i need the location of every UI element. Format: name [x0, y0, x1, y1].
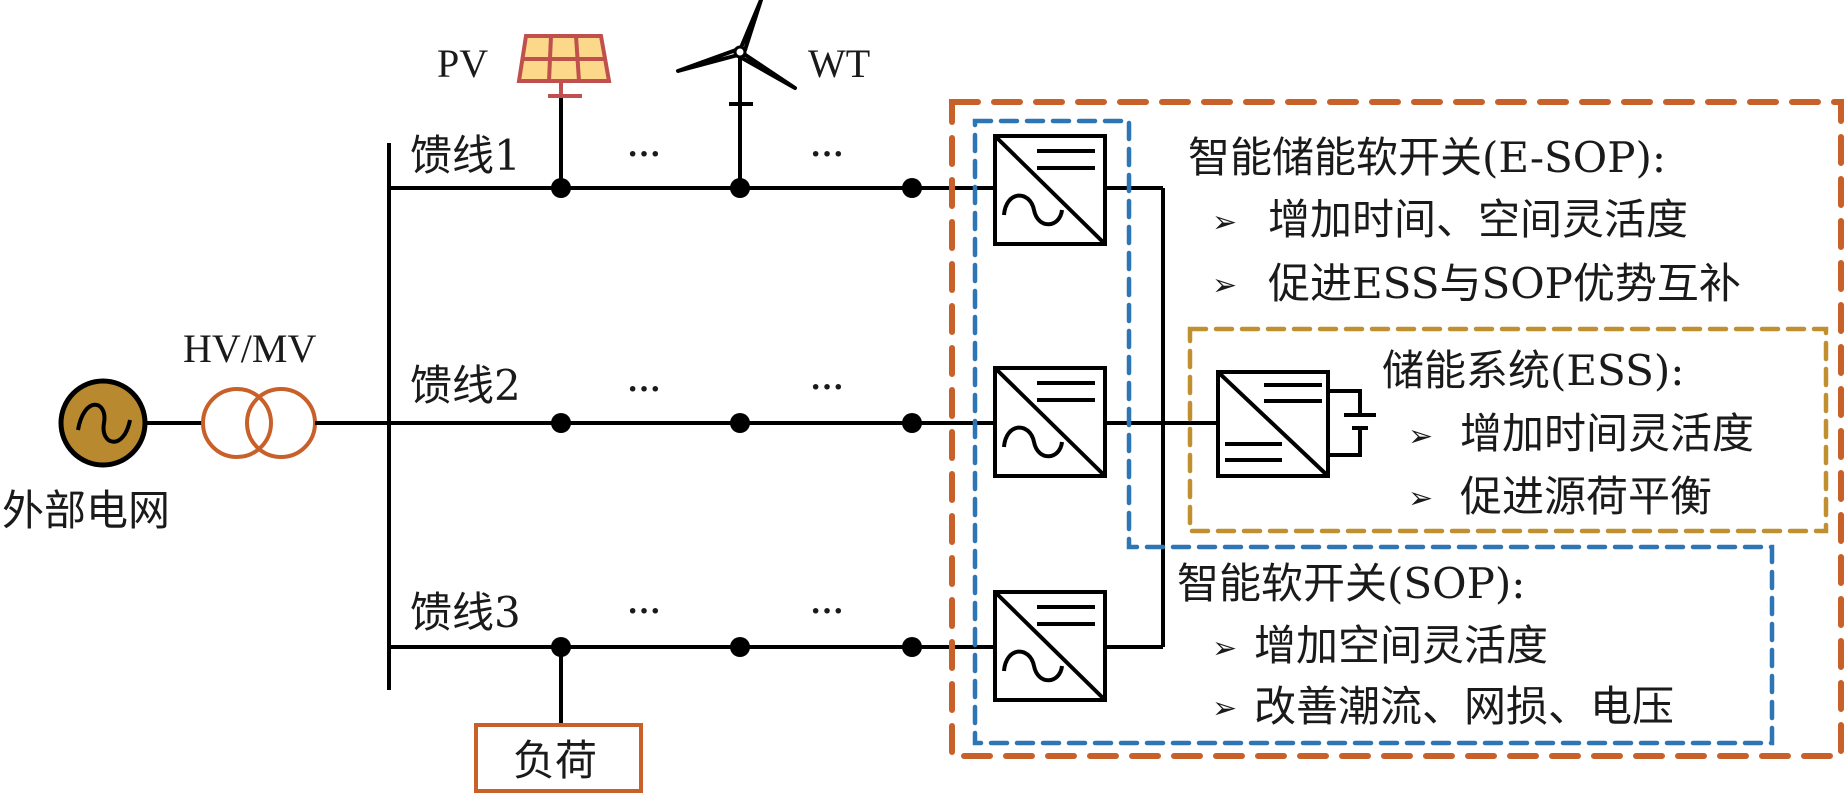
ac-dc-converter-2-icon: [993, 366, 1107, 478]
feeder3-ellipsis-1: ···: [627, 593, 661, 630]
pv-label: PV: [437, 41, 488, 86]
feeder2-node-1: [551, 413, 571, 433]
sop-bullet-2: 改善潮流、网损、电压: [1254, 682, 1674, 731]
ac-dc-converter-3-icon: [993, 590, 1107, 702]
ess-title: 储能系统(ESS):: [1382, 346, 1684, 395]
feeder2-ellipsis-1: ···: [627, 371, 661, 408]
sop-region: [972, 118, 1775, 746]
feeder1-label: 馈线1: [410, 131, 521, 180]
esop-bullet-2-icon: ➢: [1212, 268, 1237, 303]
external-grid-label: 外部电网: [2, 486, 170, 535]
feeder2-node-2: [730, 413, 750, 433]
esop-title: 智能储能软开关(E-SOP):: [1188, 133, 1666, 182]
solar-panel-icon: [516, 34, 612, 98]
feeder2-ellipsis-2: ···: [810, 369, 844, 406]
ess-bullet-2: 促进源荷平衡: [1460, 472, 1712, 521]
external-grid-source: [58, 378, 148, 468]
feeder1-ellipsis-1: ···: [627, 136, 661, 173]
sop-bullet-2-icon: ➢: [1212, 691, 1237, 726]
feeder3-ellipsis-2: ···: [810, 593, 844, 630]
battery-icon: [1328, 389, 1376, 457]
feeder2-label: 馈线2: [410, 361, 521, 410]
esop-bullet-1: 增加时间、空间灵活度: [1268, 195, 1688, 244]
esop-region: [949, 99, 1844, 759]
sop-bullet-1: 增加空间灵活度: [1254, 621, 1548, 670]
sine-wave-icon: [76, 402, 132, 444]
ess-bullet-1: 增加时间灵活度: [1460, 409, 1754, 458]
wt-label: WT: [808, 41, 870, 86]
transformer-label: HV/MV: [183, 326, 316, 371]
wind-turbine-icon: [676, 0, 797, 188]
ess-region: [1187, 326, 1829, 534]
sop-bullet-1-icon: ➢: [1212, 631, 1237, 666]
feeder1-ellipsis-2: ···: [810, 136, 844, 173]
esop-bullet-2: 促进ESS与SOP优势互补: [1268, 259, 1741, 308]
sop-title: 智能软开关(SOP):: [1177, 559, 1525, 608]
esop-bullet-1-icon: ➢: [1212, 205, 1237, 240]
ess-bullet-1-icon: ➢: [1408, 419, 1433, 454]
load-box: [474, 723, 643, 793]
transformer-icon: [201, 387, 317, 459]
feeder3-node-2: [730, 637, 750, 657]
ac-dc-converter-1-icon: [993, 134, 1107, 246]
load-label: 负荷: [513, 736, 597, 785]
ess-bullet-2-icon: ➢: [1408, 481, 1433, 516]
feeder3-label: 馈线3: [410, 588, 521, 637]
dc-dc-converter-icon: [1216, 370, 1330, 478]
